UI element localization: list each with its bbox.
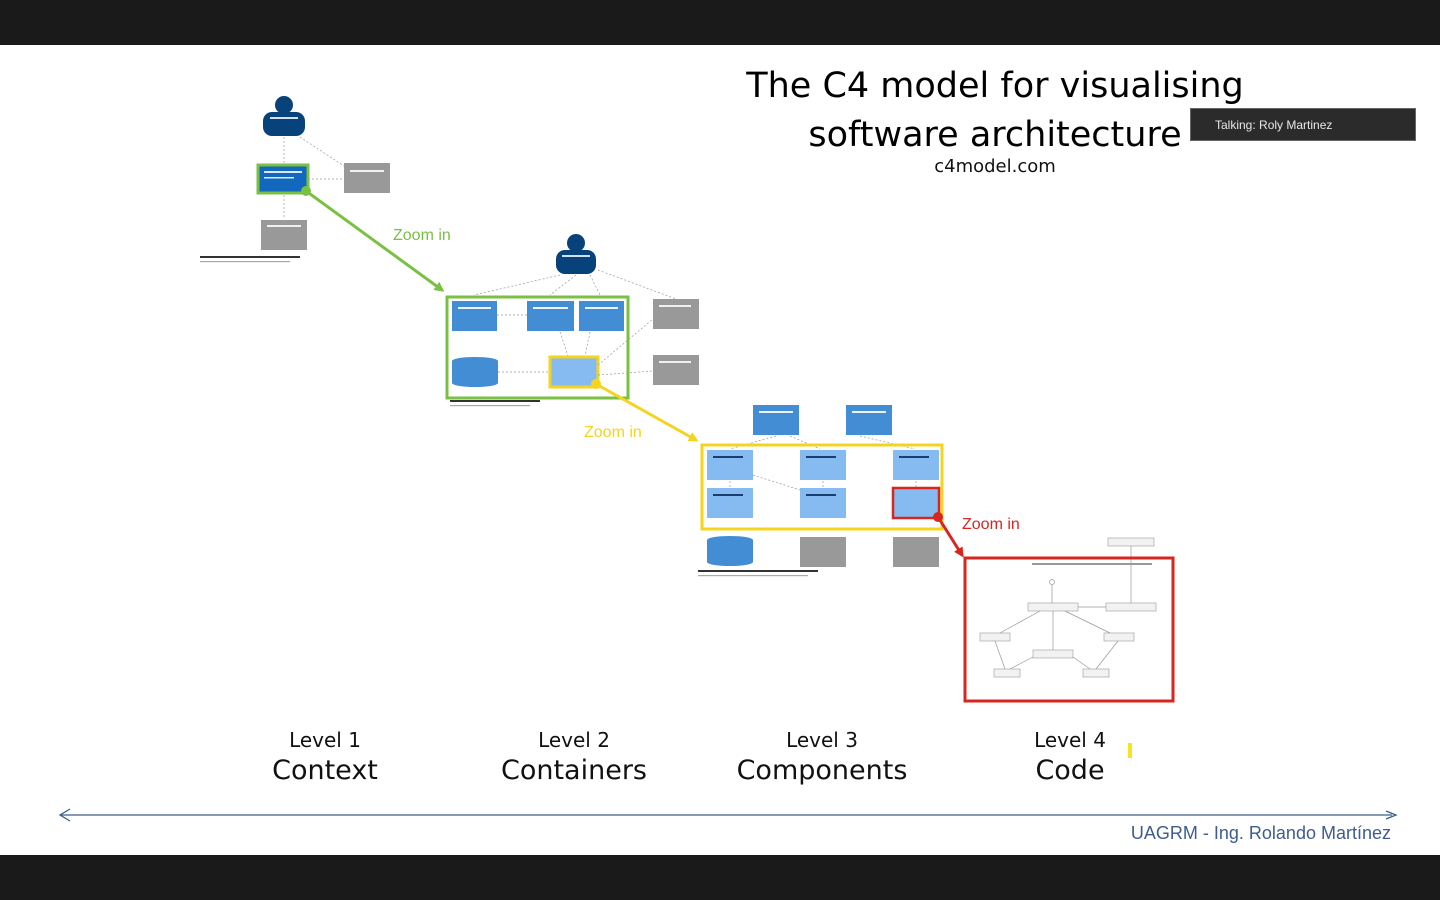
slide-title-line-2: software architecture [808, 115, 1182, 155]
level-1-number: Level 1 [289, 728, 361, 752]
zoom-arrow-2 [595, 382, 699, 442]
c4-diagram-illustration: Zoom in Zoom in Zoom in [58, 96, 1440, 822]
level-3-name: Components [736, 755, 908, 786]
level2-container-diagram [445, 234, 699, 407]
level-1-name: Context [272, 755, 378, 786]
zoom-label-2: Zoom in [584, 424, 642, 441]
level-2-name: Containers [500, 755, 647, 786]
website-url: c4model.com [934, 156, 1056, 177]
level-3-number: Level 3 [786, 728, 858, 752]
level-2-number: Level 2 [538, 728, 610, 752]
level1-context-diagram [200, 96, 390, 263]
footer-credit: UAGRM - Ing. Rolando Martínez [1130, 823, 1391, 843]
level3-component-diagram [698, 405, 944, 577]
zoom-label-1: Zoom in [393, 227, 451, 244]
talking-indicator: Talking: Roly Martinez [1190, 108, 1416, 141]
slide-title-line-1: The C4 model for visualising [746, 66, 1244, 106]
zoom-label-3: Zoom in [962, 516, 1020, 533]
zoom-arrow-1 [305, 189, 445, 292]
level-1-label: Level 1 Context [205, 727, 445, 789]
bottom-black-bar [0, 855, 1440, 900]
level-4-name: Code [1035, 755, 1105, 786]
pointer-mark [1128, 743, 1132, 758]
presentation-slide: Zoom in Zoom in Zoom in The C4 model for… [0, 45, 1440, 855]
level-4-label: Level 4 Code [950, 727, 1190, 789]
level-3-label: Level 3 Components [702, 727, 942, 789]
zoom-arrow-3 [936, 516, 964, 558]
top-black-bar [0, 0, 1440, 45]
level-4-number: Level 4 [1034, 728, 1106, 752]
level4-code-diagram [963, 537, 1175, 703]
level-2-label: Level 2 Containers [454, 727, 694, 789]
